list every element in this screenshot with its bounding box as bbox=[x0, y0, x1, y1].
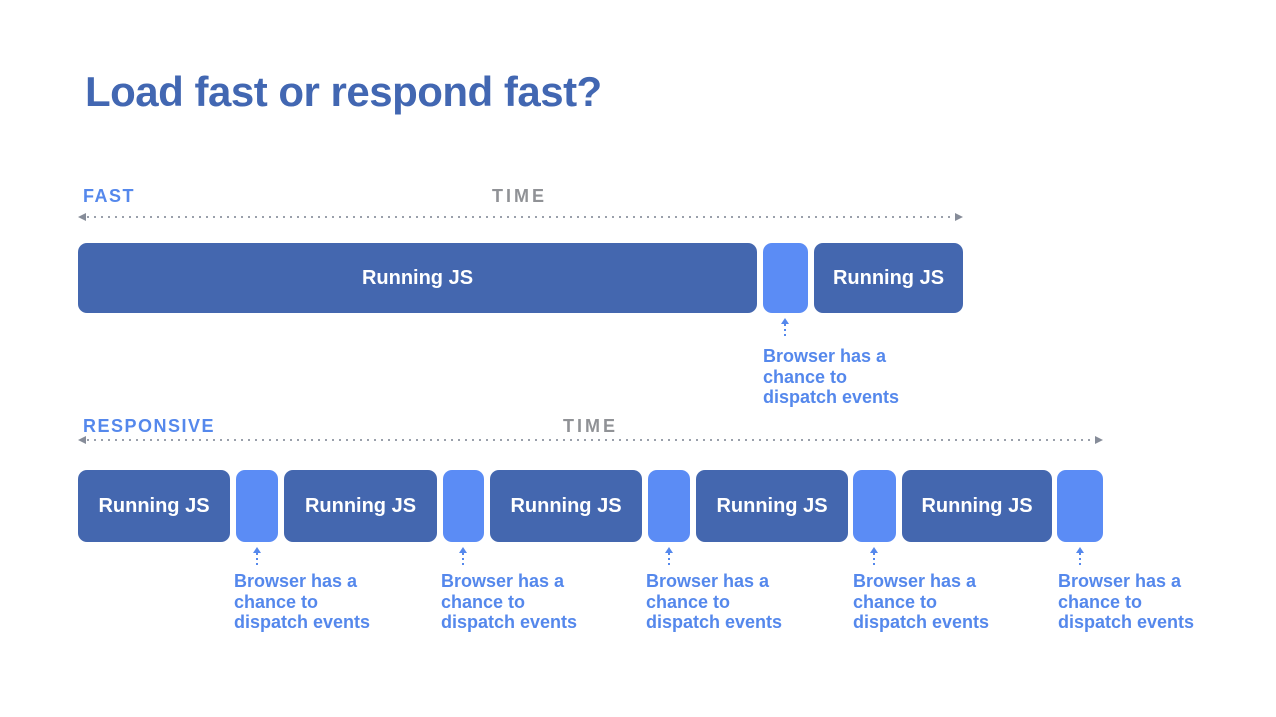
annotation-line: chance to bbox=[441, 591, 526, 612]
block-label: Running JS bbox=[98, 494, 210, 517]
up-arrow-icon bbox=[870, 547, 878, 568]
running-js-block: Running JS bbox=[696, 470, 848, 542]
fast-time-label: TIME bbox=[492, 186, 547, 206]
block-label: Running JS bbox=[304, 494, 417, 517]
up-arrow-icon bbox=[781, 318, 789, 339]
annotation-line: Browser has a bbox=[234, 571, 358, 591]
annotation-line: dispatch events bbox=[646, 612, 783, 632]
responsive-section-label: RESPONSIVE bbox=[83, 416, 216, 436]
running-js-block: Running JS bbox=[78, 243, 757, 313]
annotation-line: dispatch events bbox=[853, 612, 990, 632]
axis-right-arrow-icon bbox=[1095, 436, 1103, 444]
annotation-line: chance to bbox=[646, 591, 731, 612]
up-arrow-icon bbox=[1076, 547, 1084, 568]
annotation-line: dispatch events bbox=[1058, 612, 1195, 632]
responsive-time-label: TIME bbox=[563, 416, 618, 436]
fast-timeline-axis bbox=[78, 213, 963, 221]
annotation-line: chance to bbox=[853, 591, 938, 612]
running-js-block: Running JS bbox=[814, 243, 963, 313]
annotation-line: chance to bbox=[1058, 591, 1143, 612]
block-label: Running JS bbox=[361, 266, 474, 289]
dispatch-annotation: Browser has a chance to dispatch events bbox=[441, 571, 601, 633]
up-arrow-icon bbox=[665, 547, 673, 568]
annotation-line: Browser has a bbox=[1058, 571, 1182, 591]
block-label: Running JS bbox=[921, 494, 1033, 517]
annotation-line: Browser has a bbox=[646, 571, 770, 591]
annotation-line: Browser has a bbox=[441, 571, 565, 591]
dispatch-annotation: Browser has a chance to dispatch events bbox=[853, 571, 1013, 633]
event-gap-block bbox=[648, 470, 690, 542]
event-gap-block bbox=[443, 470, 484, 542]
annotation-line: Browser has a bbox=[763, 346, 887, 366]
up-arrow-icon bbox=[459, 547, 467, 568]
axis-left-arrow-icon bbox=[78, 213, 86, 221]
up-arrow-icon bbox=[253, 547, 261, 568]
annotation-line: dispatch events bbox=[763, 387, 900, 407]
block-label: Running JS bbox=[716, 494, 828, 517]
annotation-line: dispatch events bbox=[441, 612, 578, 632]
annotation-line: Browser has a bbox=[853, 571, 977, 591]
event-gap-block bbox=[853, 470, 896, 542]
dispatch-annotation: Browser has a chance to dispatch events bbox=[1058, 571, 1218, 633]
annotation-line: chance to bbox=[234, 591, 319, 612]
running-js-block: Running JS bbox=[490, 470, 642, 542]
page-title: Load fast or respond fast? bbox=[85, 68, 602, 115]
dispatch-annotation: Browser has a chance to dispatch events bbox=[234, 571, 394, 633]
running-js-block: Running JS bbox=[284, 470, 437, 542]
annotation-line: chance to bbox=[763, 366, 848, 387]
event-gap-block bbox=[763, 243, 808, 313]
running-js-block: Running JS bbox=[78, 470, 230, 542]
fast-section-label: FAST bbox=[83, 186, 136, 206]
axis-right-arrow-icon bbox=[955, 213, 963, 221]
annotation-line: dispatch events bbox=[234, 612, 371, 632]
block-label: Running JS bbox=[832, 266, 945, 289]
dispatch-annotation: Browser has a chance to dispatch events bbox=[646, 571, 806, 633]
responsive-timeline-axis bbox=[78, 436, 1103, 444]
event-gap-block bbox=[236, 470, 278, 542]
axis-left-arrow-icon bbox=[78, 436, 86, 444]
block-label: Running JS bbox=[510, 494, 622, 517]
event-gap-block bbox=[1057, 470, 1103, 542]
dispatch-annotation: Browser has a chance to dispatch events bbox=[763, 346, 923, 408]
running-js-block: Running JS bbox=[902, 470, 1052, 542]
